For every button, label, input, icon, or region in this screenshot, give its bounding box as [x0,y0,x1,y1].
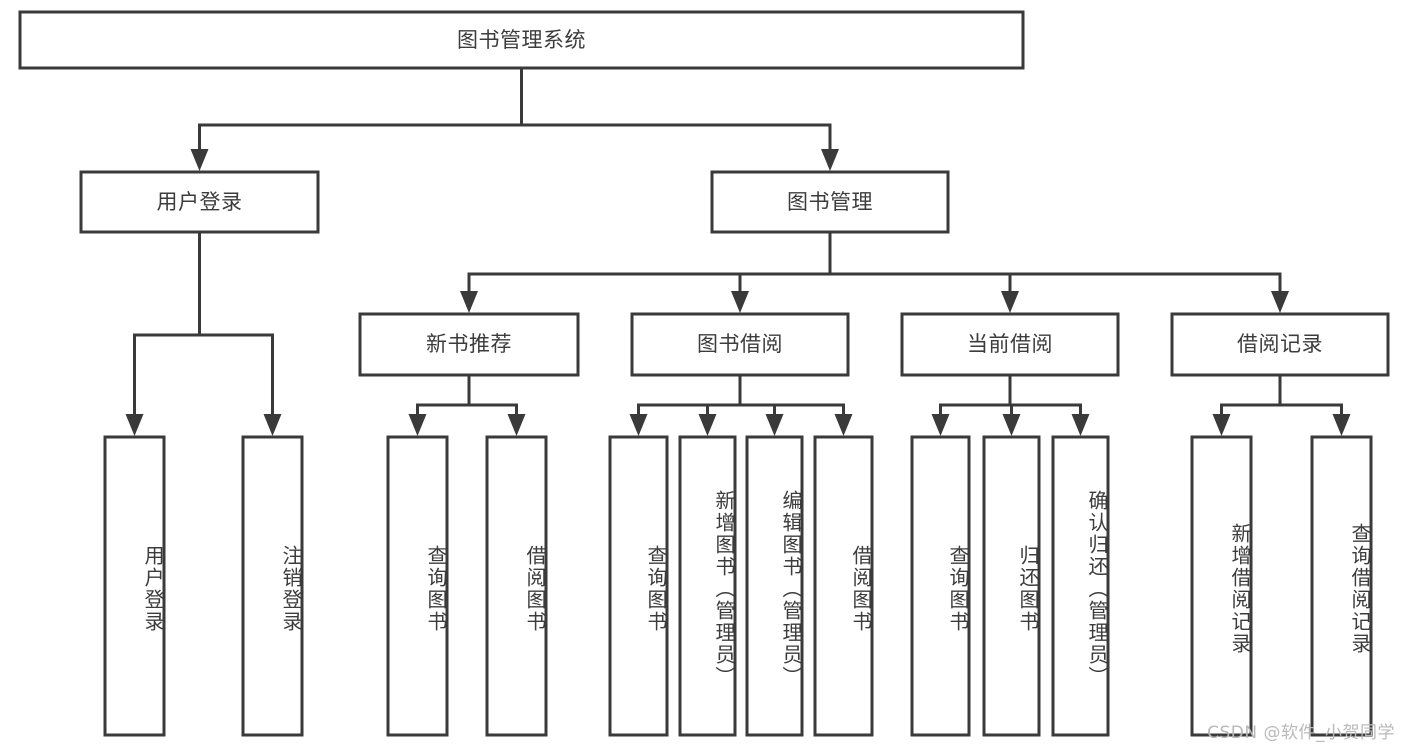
arrow-head-book-borrow [731,291,749,313]
connector-current-borrow-to-leaf-current-query-book [939,403,1010,414]
connector-new-book-rec-to-leaf-rec-borrow-book [469,403,518,414]
arrow-head-borrow-record [1271,291,1289,313]
arrow-head-leaf-borrow-add-book [698,414,717,436]
connector-user-login-to-leaf-user-login [133,333,200,414]
node-box-leaf-current-return-book[interactable] [982,435,1041,737]
node-box-leaf-borrow-borrow-book[interactable] [813,435,874,737]
connector-new-book-rec-to-leaf-rec-query-book [416,403,469,414]
arrow-head-current-borrow [1001,291,1019,313]
node-box-root[interactable] [18,10,1025,70]
connector-book-borrow-to-leaf-borrow-add-book [706,403,740,414]
arrow-head-leaf-current-return-book [1002,414,1021,436]
connector-book-manage-to-current-borrow [830,272,1012,291]
node-box-leaf-record-add[interactable] [1190,435,1253,737]
arrow-head-leaf-borrow-borrow-book [834,414,853,436]
arrow-head-leaf-borrow-edit-book [765,414,784,436]
node-box-leaf-record-query[interactable] [1310,435,1373,737]
arrow-head-leaf-record-add [1212,414,1231,436]
node-box-leaf-user-logout[interactable] [241,435,304,737]
node-box-new-book-rec[interactable] [358,312,580,377]
connector-borrow-record-to-leaf-record-query [1280,403,1343,414]
connector-user-login-to-leaf-user-logout [199,333,274,414]
node-box-current-borrow[interactable] [900,312,1120,377]
node-box-leaf-borrow-add-book[interactable] [678,435,737,737]
connector-current-borrow-to-leaf-current-confirm-return [1010,403,1082,414]
node-box-leaf-current-confirm-return[interactable] [1051,435,1110,737]
arrow-head-leaf-borrow-query-book [629,414,648,436]
arrow-head-new-book-rec [460,291,478,313]
node-box-borrow-record[interactable] [1170,312,1390,377]
node-box-user-login[interactable] [79,170,320,234]
connector-root-to-user-login [198,123,522,149]
arrow-head-leaf-user-logout [263,414,282,436]
arrow-head-leaf-rec-query-book [408,414,427,436]
node-box-leaf-current-query-book[interactable] [910,435,971,737]
node-box-leaf-user-login[interactable] [103,435,166,737]
node-box-leaf-rec-query-book[interactable] [386,435,449,737]
arrow-head-leaf-current-confirm-return [1071,414,1090,436]
node-box-book-borrow[interactable] [630,312,850,377]
connector-borrow-record-to-leaf-record-add [1220,403,1280,414]
connector-root-to-book-manage [521,123,832,149]
arrow-head-leaf-user-login [125,414,144,436]
node-box-leaf-rec-borrow-book[interactable] [485,435,548,737]
node-box-leaf-borrow-edit-book[interactable] [745,435,804,737]
arrow-head-leaf-rec-borrow-book [507,414,526,436]
connector-book-manage-to-new-book-rec [467,272,830,291]
connector-book-manage-to-borrow-record [830,272,1282,291]
node-box-leaf-borrow-query-book[interactable] [608,435,669,737]
connector-book-borrow-to-leaf-borrow-borrow-book [740,403,845,414]
node-box-book-manage[interactable] [710,170,950,234]
connector-book-manage-to-book-borrow [738,272,830,291]
arrow-head-user-login [190,149,209,171]
arrow-head-leaf-record-query [1332,414,1351,436]
arrow-head-leaf-current-query-book [931,414,950,436]
arrow-head-book-manage [821,149,839,171]
